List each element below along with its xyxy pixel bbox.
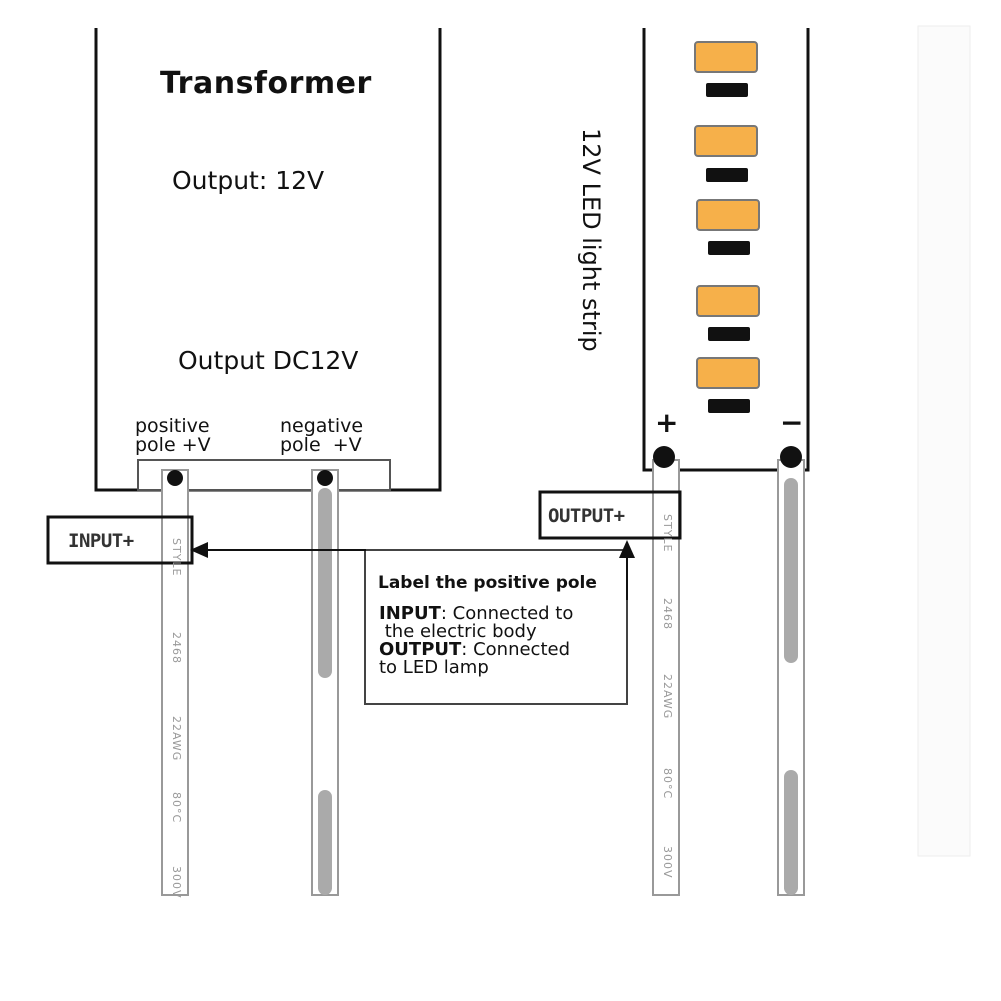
input-tag: INPUT+ <box>68 530 134 552</box>
note-output-text: : Connected <box>461 639 571 660</box>
wire-transformer-positive <box>161 469 189 896</box>
led-chip <box>694 41 758 73</box>
note-input-line2: the electric body <box>379 621 537 642</box>
strip-plus-sign: + <box>655 406 679 439</box>
wire-transformer-negative <box>311 469 339 896</box>
positive-pole-line1: positive <box>135 415 210 437</box>
led-strip-body <box>642 28 810 472</box>
output-tag: OUTPUT+ <box>548 505 625 527</box>
wire-print-temp-left: 80°C <box>170 792 183 824</box>
wire-print-style-right: STYLE <box>661 514 674 553</box>
note-input-text: : Connected to <box>440 603 574 624</box>
positive-pole-line2: pole +V <box>135 434 211 456</box>
led-chip <box>696 357 760 389</box>
arrowhead-output <box>619 540 635 558</box>
led-strip-label: 12V LED light strip <box>577 128 605 352</box>
note-output-line2: to LED lamp <box>379 657 489 678</box>
led-resistor <box>708 327 750 341</box>
note-input-line: INPUT: Connected to <box>379 605 619 623</box>
wire-print-volt-left: 300V <box>170 866 183 899</box>
led-resistor <box>708 399 750 413</box>
led-resistor <box>706 83 748 97</box>
transformer-output-dc: Output DC12V <box>178 346 359 375</box>
led-resistor <box>708 241 750 255</box>
transformer-title: Transformer <box>160 66 372 101</box>
input-tag-box <box>46 515 194 565</box>
led-chip <box>696 199 760 231</box>
note-body: INPUT: Connected to the electric body OU… <box>379 605 619 677</box>
wire-print-gauge-left: 22AWG <box>170 716 183 762</box>
negative-pole-line2: pole +V <box>280 434 362 456</box>
wire-strip-positive <box>652 446 680 896</box>
wire-print-gauge-right: 22AWG <box>661 674 674 720</box>
led-array <box>694 41 760 413</box>
wire-print-temp-right: 80°C <box>661 768 674 800</box>
wire-print-code-left: 2468 <box>170 632 183 664</box>
wire-strip-negative <box>777 446 805 896</box>
transformer-output-voltage: Output: 12V <box>172 166 325 195</box>
wire-print-style-left: STYLE <box>170 538 183 577</box>
led-chip <box>694 125 758 157</box>
note-box <box>364 549 628 705</box>
led-resistor <box>706 168 748 182</box>
wire-print-code-right: 2468 <box>661 598 674 630</box>
side-panel <box>917 25 971 857</box>
strip-minus-sign: − <box>780 406 804 439</box>
note-output-key: OUTPUT <box>379 639 462 660</box>
output-tag-box <box>538 490 682 540</box>
negative-pole-line1: negative <box>280 415 364 437</box>
note-output-line: OUTPUT: Connected <box>379 641 619 659</box>
wire-print-volt-right: 300V <box>661 846 674 879</box>
positive-pole-label: positive pole +V <box>135 417 211 455</box>
negative-pole-label: negative pole +V <box>280 417 363 455</box>
note-title: Label the positive pole <box>378 573 597 593</box>
led-chip <box>696 285 760 317</box>
note-input-key: INPUT <box>379 603 441 624</box>
arrowhead-input <box>190 542 208 558</box>
